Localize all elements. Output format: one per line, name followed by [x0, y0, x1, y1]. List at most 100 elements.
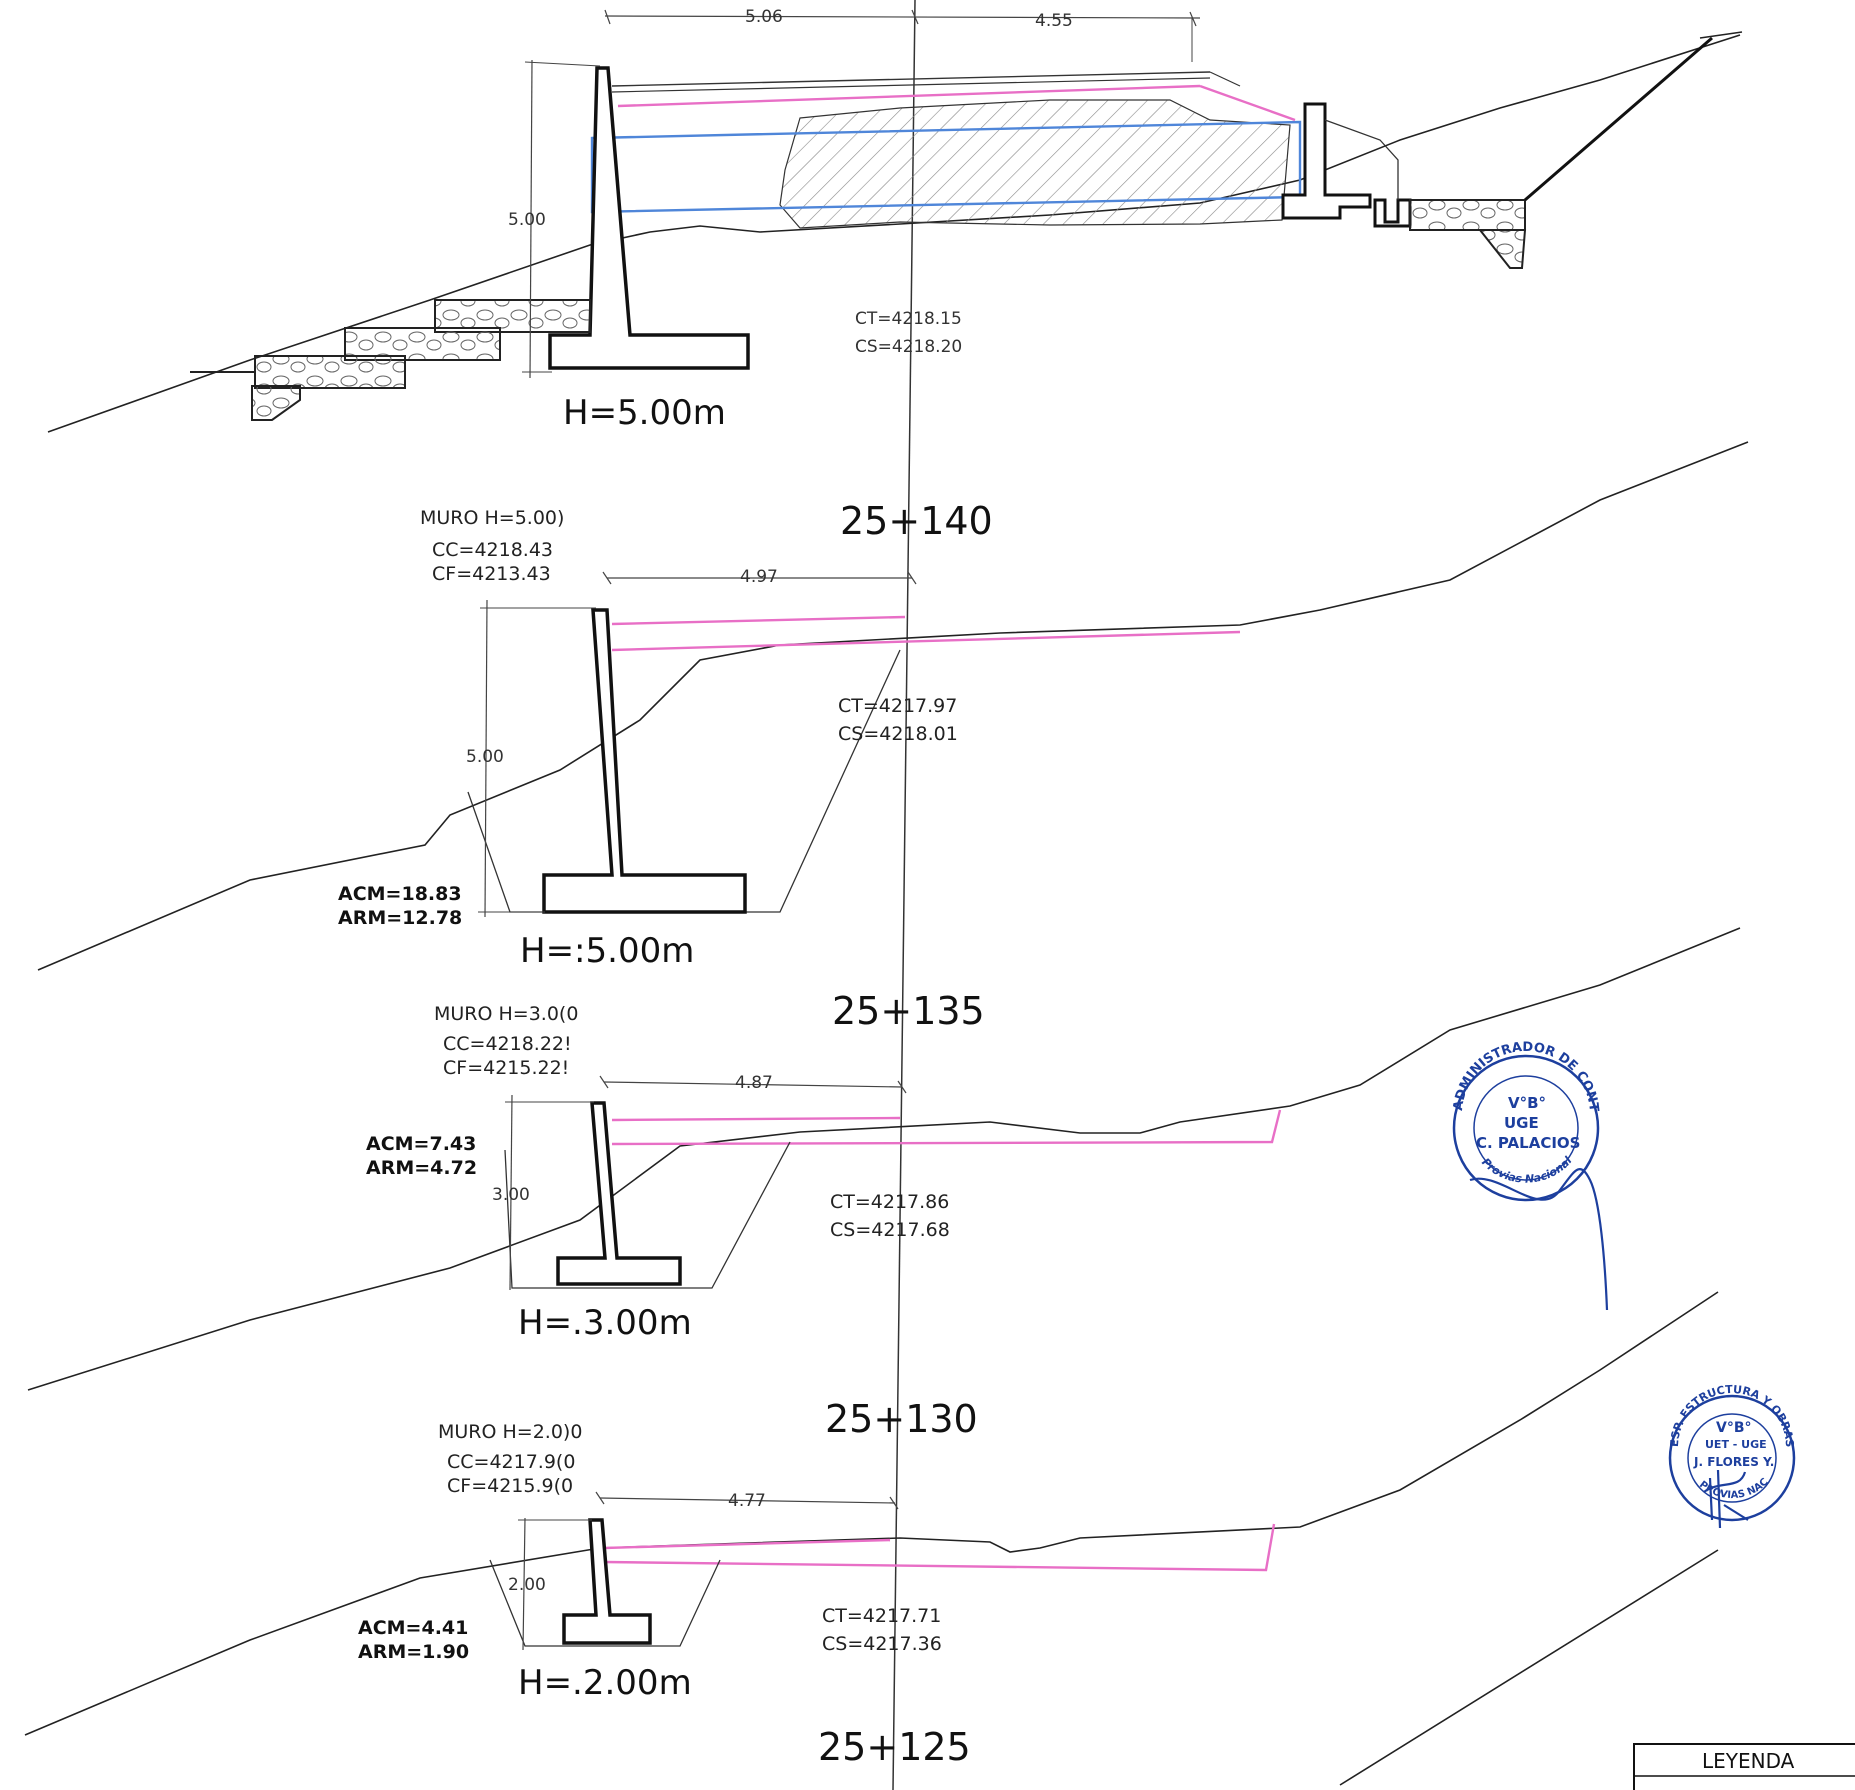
dim-height: 5.00 [466, 747, 504, 767]
right-gabion-toe [1477, 229, 1527, 269]
pavement-line-2 [611, 77, 1211, 93]
dim-height-line [509, 1094, 513, 1291]
cs-label: CS=4217.68 [830, 1219, 950, 1241]
cs-label: CS=4218.01 [838, 723, 958, 745]
dim-tick-3 [1189, 11, 1197, 27]
dim-tick-r [897, 1080, 907, 1094]
section-25-130: MURO H=3.0(0 CC=4218.22! CF=4215.22! 4.8… [27, 927, 1741, 1441]
pink-lower [603, 1523, 1276, 1572]
legend-title: LEYENDA [1702, 1749, 1795, 1773]
stamp-vb: V°B° [1508, 1094, 1546, 1112]
stamp-name: J. FLORES Y. [1693, 1455, 1774, 1469]
excavation-line [489, 1559, 721, 1647]
ct-label: CT=4217.97 [838, 695, 957, 717]
station-label: 25+140 [840, 499, 993, 543]
structure-stamp: ESP. ESTRUCTURA Y OBRAS DE ARTE V°B° UET… [0, 0, 1796, 1529]
stamp-unit: UET - UGE [1705, 1438, 1767, 1451]
dim-height: 2.00 [508, 1575, 546, 1595]
gabion-4 [251, 385, 301, 421]
legend-box: LEYENDA [1633, 1743, 1855, 1790]
gabion-1 [434, 299, 591, 333]
pink-lower [611, 1109, 1282, 1146]
dim-height: 5.00 [508, 210, 546, 230]
terrain-line [47, 34, 1741, 433]
gabion-2 [344, 327, 501, 361]
subgrade-pink-line-2 [1199, 84, 1296, 122]
signature-stroke [1469, 1168, 1609, 1311]
stamp-unit: UGE [1504, 1114, 1539, 1132]
gabion-3 [254, 355, 406, 389]
retaining-wall [542, 608, 747, 914]
cf-label: CF=4213.43 [432, 563, 551, 585]
curb-back [1324, 119, 1399, 200]
acm-label: ACM=4.41 [358, 1617, 468, 1639]
cs-label: CS=4217.36 [822, 1633, 942, 1655]
ditch [1373, 198, 1412, 228]
retaining-wall [562, 1518, 652, 1645]
wall-height-label: H=:5.00m [520, 931, 694, 971]
section-25-135: MURO H=5.00) CC=4218.43 CF=4213.43 4.97 … [37, 441, 1749, 1033]
pavement-line-1 [611, 71, 1211, 87]
stamp-ring-inner [1687, 1413, 1777, 1503]
ct-label: CT=4218.15 [855, 309, 962, 329]
dim-height-line [484, 599, 488, 918]
dim-height-line [522, 1517, 526, 1651]
signature-stroke [1703, 1469, 1749, 1529]
curb-structure [1281, 102, 1372, 220]
muro-label: MURO H=2.0)0 [438, 1421, 582, 1443]
dim-tick-r [907, 571, 917, 585]
dim-vert-top [529, 59, 533, 379]
stamp-name: C. PALACIOS [1476, 1134, 1580, 1152]
terrain-line [37, 441, 1749, 971]
right-gabion [1409, 199, 1526, 231]
dim-right-width: 4.55 [1035, 11, 1073, 31]
top-section: 5.06 4.55 5.00 CT=4218.15 CS=4218.20 H=5… [47, 7, 1743, 543]
dim-tick-1 [604, 9, 611, 25]
cf-label: CF=4215.9(0 [447, 1475, 573, 1497]
terrain-top-right [1699, 31, 1743, 39]
cc-label: CC=4218.43 [432, 539, 553, 561]
dim-tick-l [599, 1075, 609, 1089]
excavation-line [504, 1141, 791, 1289]
centerline-axis [892, 0, 916, 1790]
stamp-ring-outer [1452, 1054, 1600, 1202]
muro-label: MURO H=5.00) [420, 507, 564, 529]
dim-width: 4.87 [735, 1073, 773, 1093]
pink-upper [611, 1116, 901, 1122]
acm-label: ACM=18.83 [338, 883, 462, 905]
dim-tick-r [889, 1496, 899, 1510]
muro-label: MURO H=3.0(0 [434, 1003, 578, 1025]
stamp-ring-outer [1668, 1394, 1796, 1522]
ct-label: CT=4217.71 [822, 1605, 941, 1627]
cut-slope [1524, 36, 1713, 202]
stamp-vb: V°B° [1716, 1420, 1752, 1436]
terrain-line [24, 1291, 1719, 1736]
dim-tick-2 [911, 9, 919, 25]
station-label: 25+125 [818, 1725, 971, 1769]
section-25-125: MURO H=2.0)0 CC=4217.9(0 CF=4215.9(0 4.7… [24, 1291, 1719, 1786]
dim-vert-ext-1 [524, 61, 601, 67]
wall-height-label: H=5.00m [563, 393, 726, 433]
dim-tick-l [595, 1491, 605, 1505]
subgrade-pink-line [617, 84, 1201, 108]
station-label: 25+135 [832, 989, 985, 1033]
pink-upper [611, 615, 906, 626]
wall-height-label: H=.2.00m [518, 1663, 692, 1703]
stamp-ring-inner [1473, 1075, 1579, 1181]
arm-label: ARM=4.72 [366, 1157, 477, 1179]
terrain-lower-right [1339, 1549, 1719, 1786]
pink-lower [611, 630, 1241, 652]
legend-frame [1633, 1743, 1855, 1790]
retaining-wall-top [548, 66, 750, 370]
pink-upper [603, 1538, 891, 1550]
dim-width-line [603, 1081, 903, 1088]
station-label: 25+130 [825, 1397, 978, 1441]
dim-height: 3.00 [492, 1185, 530, 1205]
dim-width: 4.97 [740, 567, 778, 587]
dim-left-width: 5.06 [745, 7, 783, 27]
pavement-line-3 [1209, 71, 1241, 87]
cs-label: CS=4218.20 [855, 337, 962, 357]
ct-label: CT=4217.86 [830, 1191, 949, 1213]
dim-width-line [599, 1497, 896, 1504]
dim-width: 4.77 [728, 1491, 766, 1511]
